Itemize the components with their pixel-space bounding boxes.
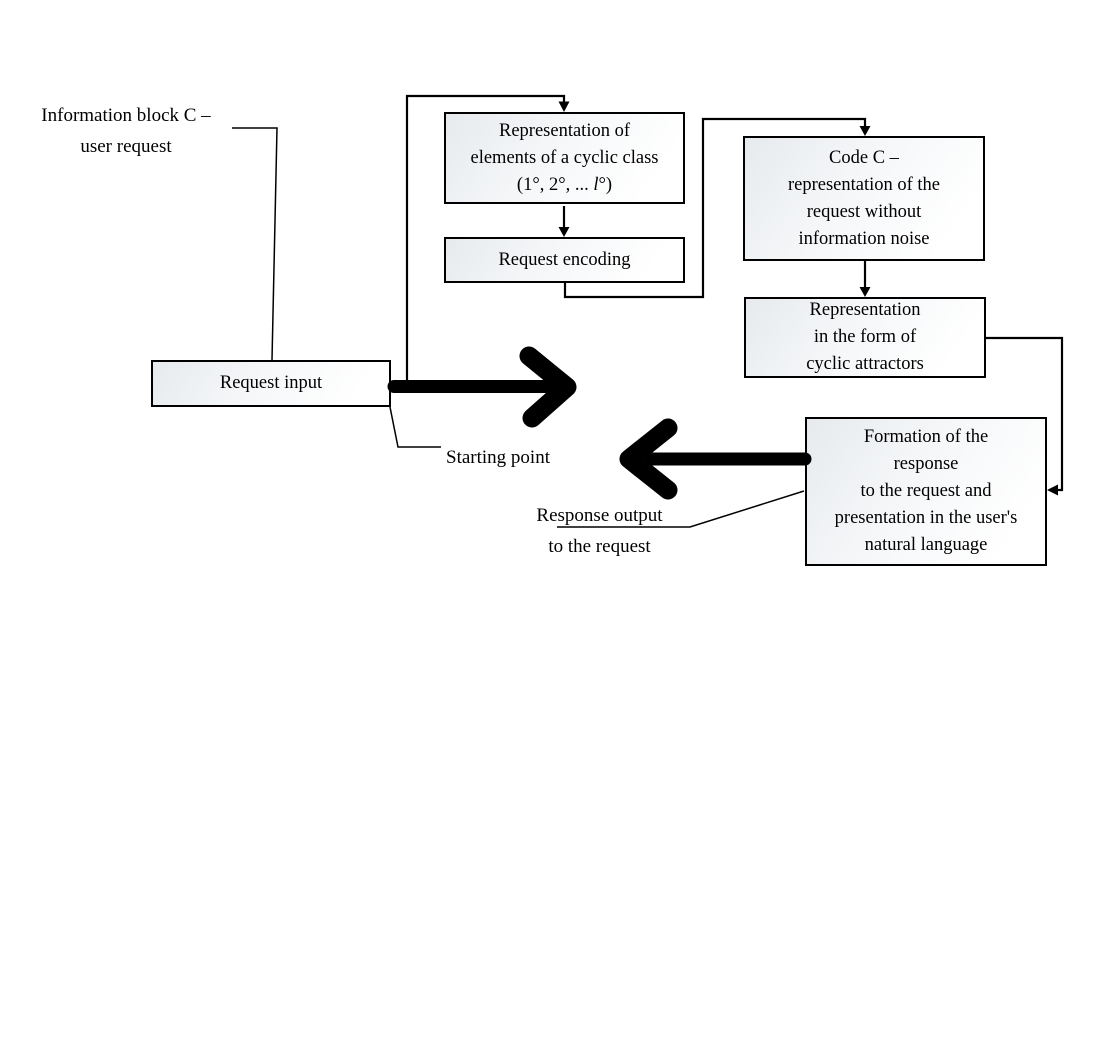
box-text-line: Request input — [219, 373, 323, 393]
arrowhead-down-icon — [558, 101, 570, 112]
flow-box-code-c: Code C – representation of the request w… — [743, 136, 985, 261]
flow-box-request-input: Request input — [151, 360, 391, 407]
flow-box-request-encoding: Request encoding — [444, 237, 685, 283]
flow-box-cyclic-attractors: Representation in the form of cyclic att… — [744, 297, 986, 378]
flow-box-formation-response: Formation of the response to the request… — [805, 417, 1047, 566]
box-text-line: Representation of — [499, 120, 630, 141]
box-text-line: elements of a cyclic class — [470, 147, 659, 168]
box-text-line: Code C – — [829, 147, 899, 168]
box-text-line: in the form of — [813, 327, 917, 347]
box-text-line: cyclic attractors — [806, 354, 924, 374]
box-text-line: presentation in the user's — [834, 508, 1018, 528]
arrowhead-left-icon — [1047, 484, 1058, 496]
label-line: to the request — [548, 536, 651, 557]
box-text-line: to the request and — [860, 481, 992, 501]
label-information-block: Information block C – user request — [18, 100, 234, 162]
connector-elements-to-encoding — [558, 206, 570, 237]
box-text-line: representation of the — [787, 174, 941, 195]
arrowhead-down-icon — [859, 126, 871, 136]
box-text-line: Request encoding — [498, 249, 631, 270]
callout-information-block — [232, 127, 278, 361]
arrowhead-down-icon — [859, 287, 871, 297]
box-text-line: natural language — [864, 535, 988, 555]
label-starting-point: Starting point — [446, 447, 550, 468]
label-line: Information block C – — [41, 105, 211, 126]
label-line: Response output — [536, 505, 663, 526]
thick-arrow-right-icon — [387, 346, 577, 428]
box-text-line: Representation — [809, 300, 921, 320]
label-line: user request — [80, 136, 172, 157]
arrowhead-down-icon — [558, 227, 570, 237]
box-text-line: request without — [806, 201, 922, 222]
box-text-line: information noise — [798, 228, 930, 249]
callout-starting-point — [389, 406, 441, 448]
box-text-line-formula: (1°, 2°, ... l°) — [517, 172, 612, 199]
box-text-line: response — [893, 454, 959, 474]
connector-code-c-to-attractors — [859, 261, 871, 297]
flow-box-representation-elements: Representation of elements of a cyclic c… — [444, 112, 685, 204]
label-response-output: Response output to the request — [523, 500, 676, 562]
formula-suffix: °) — [598, 174, 613, 195]
thick-arrow-left-icon — [619, 418, 812, 500]
box-text-line: Formation of the — [863, 427, 989, 447]
formula-prefix: (1°, 2°, ... — [516, 174, 594, 195]
